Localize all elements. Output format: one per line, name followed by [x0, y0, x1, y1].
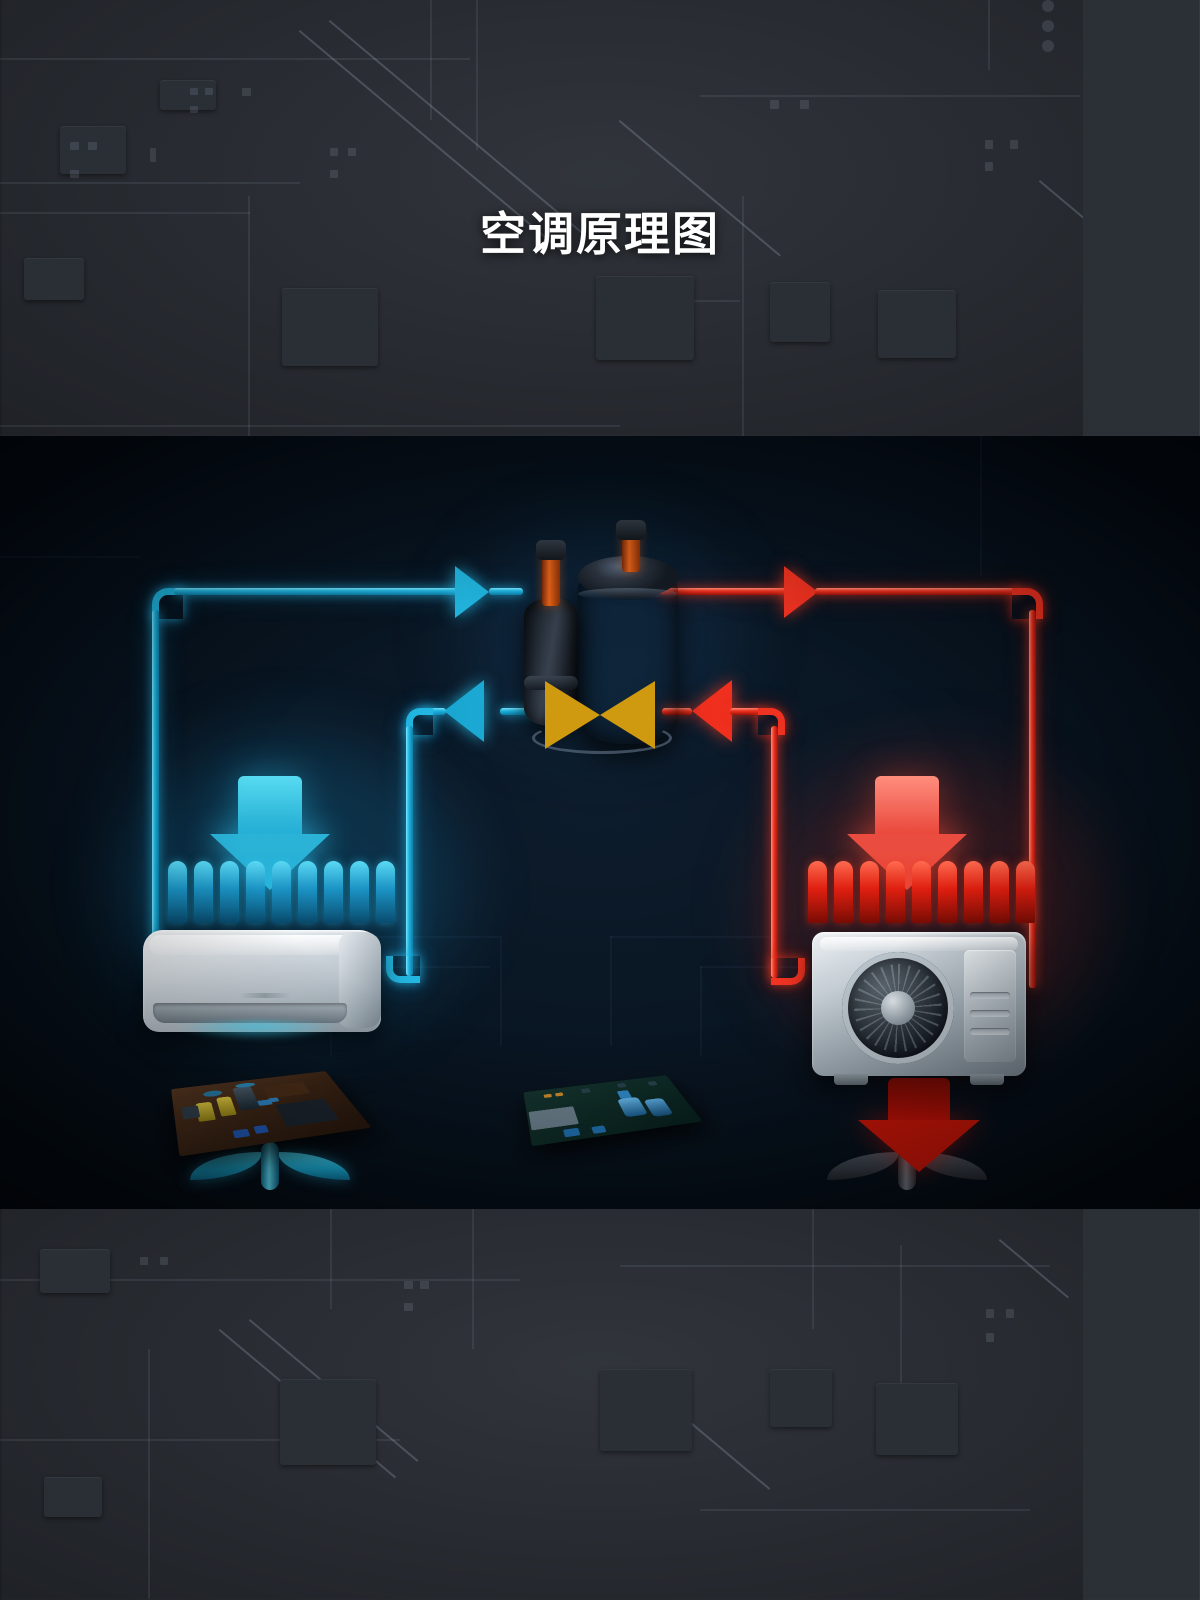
circuit-pad [420, 1281, 429, 1289]
circuit-pad [70, 142, 79, 150]
circuit-pad [404, 1281, 413, 1289]
circuit-pad [190, 106, 198, 113]
circuit-trace [430, 0, 432, 120]
circuit-pad [1042, 20, 1054, 32]
circuit-pad [1006, 1309, 1014, 1318]
circuit-pad [404, 1303, 413, 1311]
circuit-chip [770, 1369, 832, 1427]
stage-vignette [0, 436, 1200, 1209]
circuit-pad [986, 1309, 994, 1318]
circuit-chip [44, 1477, 102, 1517]
circuit-trace [900, 1245, 902, 1425]
circuit-trace [998, 1239, 1069, 1299]
circuit-pad [330, 170, 338, 178]
circuit-pad [242, 88, 251, 96]
circuit-pad [150, 148, 156, 162]
circuit-trace [0, 58, 470, 60]
circuit-trace [218, 1329, 397, 1479]
circuit-trace [988, 0, 990, 70]
circuit-pad [1010, 140, 1018, 149]
circuit-trace [0, 182, 300, 184]
circuit-pad [348, 148, 356, 156]
circuit-pad [190, 88, 198, 95]
circuit-trace [476, 0, 478, 150]
circuit-trace [330, 1209, 332, 1309]
circuit-pad [88, 142, 97, 150]
circuit-trace [148, 1349, 150, 1599]
circuit-pad [986, 1333, 994, 1342]
page-title: 空调原理图 [480, 208, 720, 260]
circuit-background-top [0, 0, 1200, 436]
circuit-trace [620, 300, 740, 302]
circuit-trace [472, 1209, 474, 1349]
circuit-trace [248, 1319, 419, 1462]
circuit-pad [985, 140, 993, 149]
circuit-chip [282, 288, 378, 366]
diagram-stage [0, 436, 1200, 1209]
circuit-trace [638, 1379, 771, 1490]
circuit-chip [160, 80, 216, 110]
circuit-chip [770, 282, 830, 342]
circuit-chip [40, 1249, 110, 1293]
circuit-pad [160, 1257, 168, 1265]
circuit-chip [280, 1379, 376, 1465]
circuit-trace [0, 425, 620, 427]
background-right-plate [1083, 1209, 1200, 1600]
circuit-trace [0, 1279, 520, 1281]
circuit-chip [878, 290, 956, 358]
circuit-pad [985, 162, 993, 171]
circuit-pad [140, 1257, 148, 1265]
circuit-trace [812, 1209, 814, 1329]
circuit-pad [330, 148, 338, 156]
circuit-pad [1042, 0, 1054, 12]
circuit-chip [60, 126, 126, 174]
circuit-chip [600, 1369, 692, 1451]
circuit-pad [770, 100, 779, 109]
circuit-chip [24, 258, 84, 300]
circuit-pad [1042, 40, 1054, 52]
circuit-pad [70, 170, 79, 178]
circuit-trace [0, 1439, 400, 1441]
circuit-pad [205, 88, 213, 95]
circuit-pad [800, 100, 809, 109]
background-sheen [0, 1209, 1200, 1600]
circuit-chip [876, 1383, 958, 1455]
circuit-chip [596, 276, 694, 360]
circuit-trace [700, 1509, 1030, 1511]
circuit-trace [620, 1265, 1050, 1267]
circuit-trace [700, 95, 1080, 97]
circuit-background-bottom [0, 1209, 1200, 1600]
